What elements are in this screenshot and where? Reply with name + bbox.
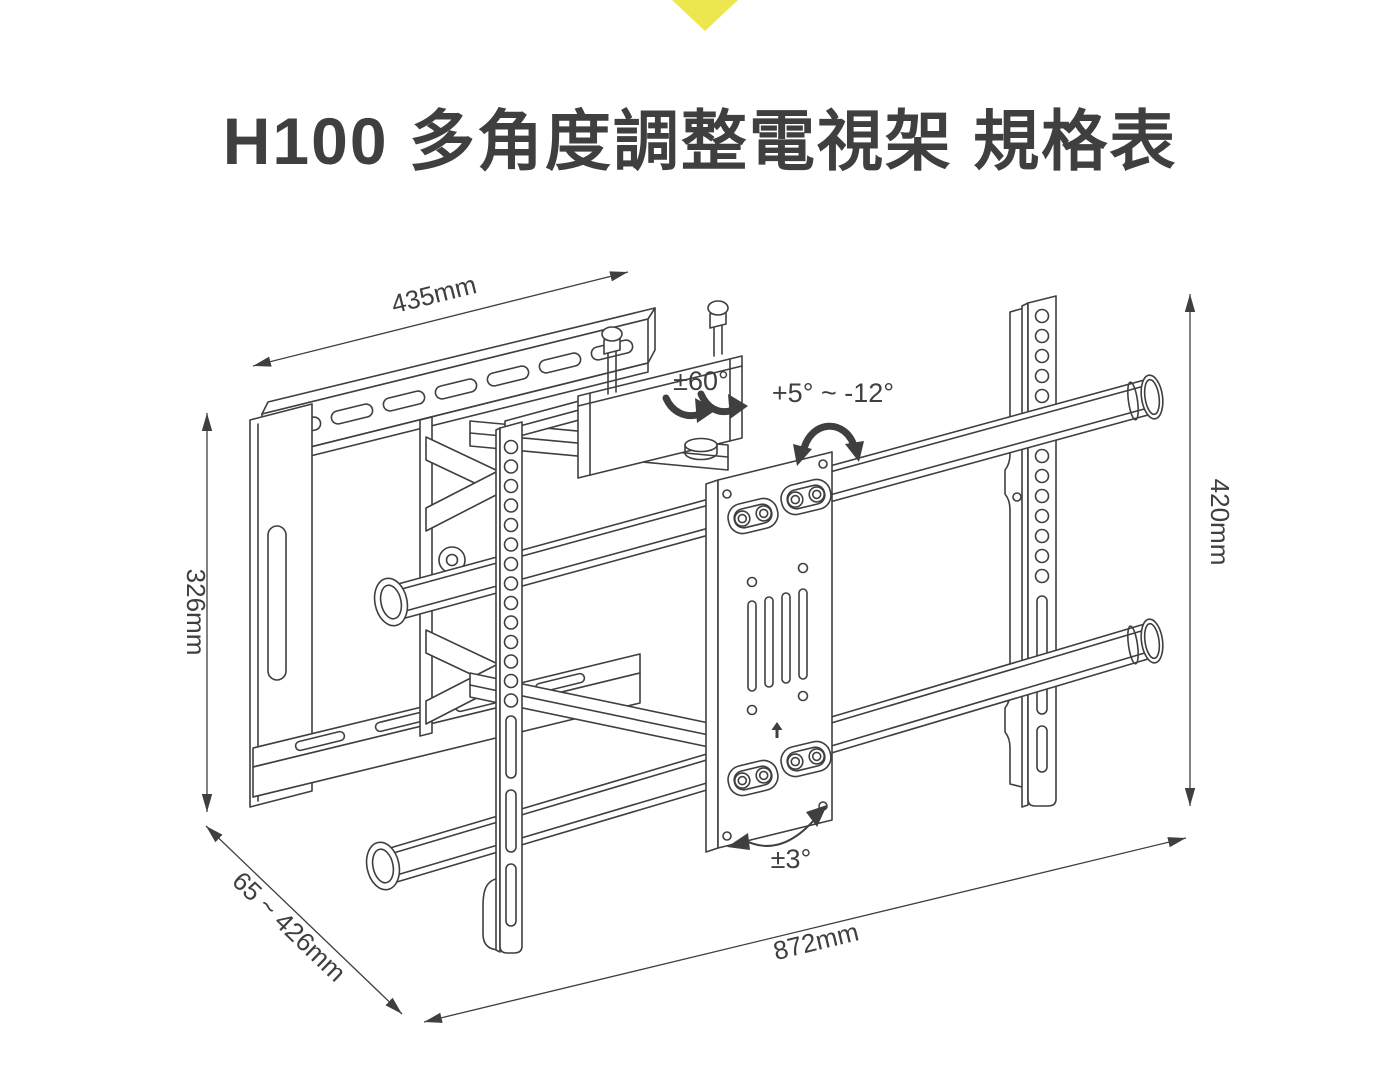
dim-label-bracket-span-width: 872mm xyxy=(770,916,861,966)
level-arrow-icon xyxy=(727,805,827,850)
vesa-corner-screws xyxy=(727,478,832,797)
dim-label-bracket-height: 420mm xyxy=(1205,479,1235,566)
dim-label-extension-range: 65 ~ 426mm xyxy=(226,865,352,987)
swivel-pivot-cap xyxy=(684,437,718,453)
down-triangle-icon xyxy=(672,0,738,31)
angle-label-tilt: +5° ~ -12° xyxy=(772,378,894,408)
angle-label-level: ±3° xyxy=(771,844,812,874)
tube-end-cap xyxy=(1140,374,1164,420)
up-arrow-icon xyxy=(771,722,783,738)
tilt-arrow-icon xyxy=(793,422,864,466)
hinge-screw xyxy=(707,300,729,357)
swivel-arrow-icon xyxy=(662,390,748,423)
wall-plate-slot xyxy=(267,525,287,681)
right-tv-bracket xyxy=(1004,295,1057,808)
page-title: H100 多角度調整電視架 規格表 xyxy=(222,104,1178,178)
top-hinge-bracket xyxy=(504,300,743,479)
vesa-center-slots xyxy=(747,588,808,692)
dim-label-wall-plate-width: 435mm xyxy=(388,269,479,319)
tube-end-cap xyxy=(1140,618,1164,664)
left-bracket-holes xyxy=(503,439,519,708)
vesa-plate xyxy=(705,451,833,853)
dim-label-wall-plate-height: 326mm xyxy=(181,569,211,656)
